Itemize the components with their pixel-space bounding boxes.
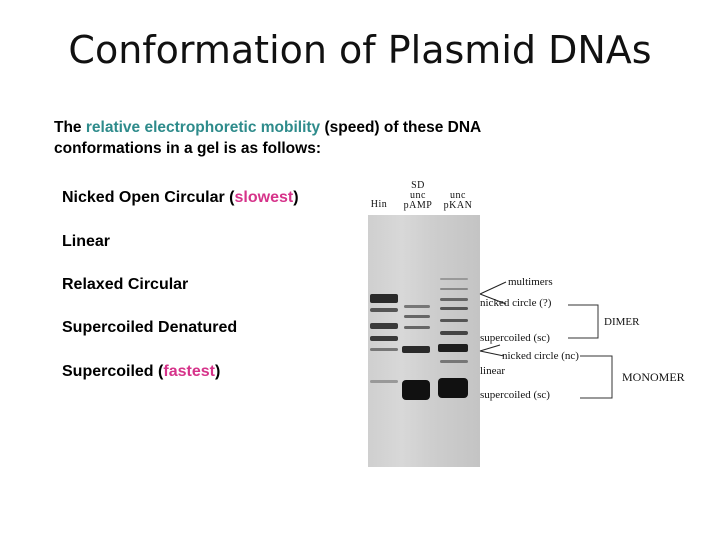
gel-band [404, 326, 430, 329]
list-item-nicked-open-circular: Nicked Open Circular (slowest) [62, 189, 299, 206]
fastest-highlight: fastest [163, 363, 215, 380]
gel-band [402, 346, 430, 353]
lane-header-hin: Hin [370, 199, 388, 210]
gel-band [440, 307, 468, 310]
list-item-supercoiled: Supercoiled (fastest) [62, 363, 221, 380]
gel-band [440, 331, 468, 335]
pointer-line [479, 281, 507, 295]
gel-band [440, 288, 468, 290]
intro-part1: The [54, 119, 86, 136]
pointer-line [479, 350, 505, 357]
label-nicked-circle-q: nicked circle (?) [480, 297, 552, 309]
intro-highlight: relative electrophoretic mobility [85, 119, 321, 136]
gel-band [438, 344, 468, 352]
gel-band [402, 380, 430, 400]
label-multimers: multimers [508, 276, 553, 288]
list-item-supercoiled-denatured: Supercoiled Denatured [62, 319, 238, 336]
list-item-linear: Linear [62, 233, 111, 250]
intro-text: The relative electrophoretic mobility (s… [54, 117, 574, 159]
pointer-line [479, 293, 507, 305]
pointer-line [479, 344, 501, 352]
intro-part2: (speed) of these DNA conformations in a … [54, 119, 481, 157]
gel-band [370, 348, 398, 351]
gel-band [440, 319, 468, 322]
label-linear: linear [480, 365, 506, 377]
label-supercoiled-1: supercoiled (sc) [480, 332, 550, 344]
gel-band [370, 308, 398, 312]
gel-band [440, 360, 468, 363]
gel-image [368, 215, 480, 467]
list-item-relaxed-circular: Relaxed Circular [62, 276, 189, 293]
gel-band [370, 336, 398, 341]
gel-band [404, 305, 430, 308]
gel-band [370, 380, 398, 383]
label-supercoiled-2: supercoiled (sc) [480, 389, 550, 401]
slide-title: Conformation of Plasmid DNAs [68, 28, 652, 72]
lane-header-pamp: SD unc pAMP [403, 180, 433, 211]
gel-figure: Hin SD unc pAMP unc pKAN [360, 178, 700, 478]
gel-band [370, 323, 398, 329]
gel-band [438, 378, 468, 398]
annotation-lines [479, 281, 613, 399]
label-monomer: MONOMER [622, 370, 685, 384]
label-dimer: DIMER [604, 316, 640, 328]
monomer-bracket [580, 355, 613, 399]
gel-band [370, 294, 398, 303]
lane-header-pkan: unc pKAN [443, 190, 473, 211]
gel-band [440, 278, 468, 280]
gel-band [440, 298, 468, 301]
dimer-bracket [568, 304, 599, 339]
gel-band [404, 315, 430, 318]
label-nicked-circle-nc: nicked circle (nc) [502, 350, 579, 362]
slowest-highlight: slowest [234, 189, 294, 206]
